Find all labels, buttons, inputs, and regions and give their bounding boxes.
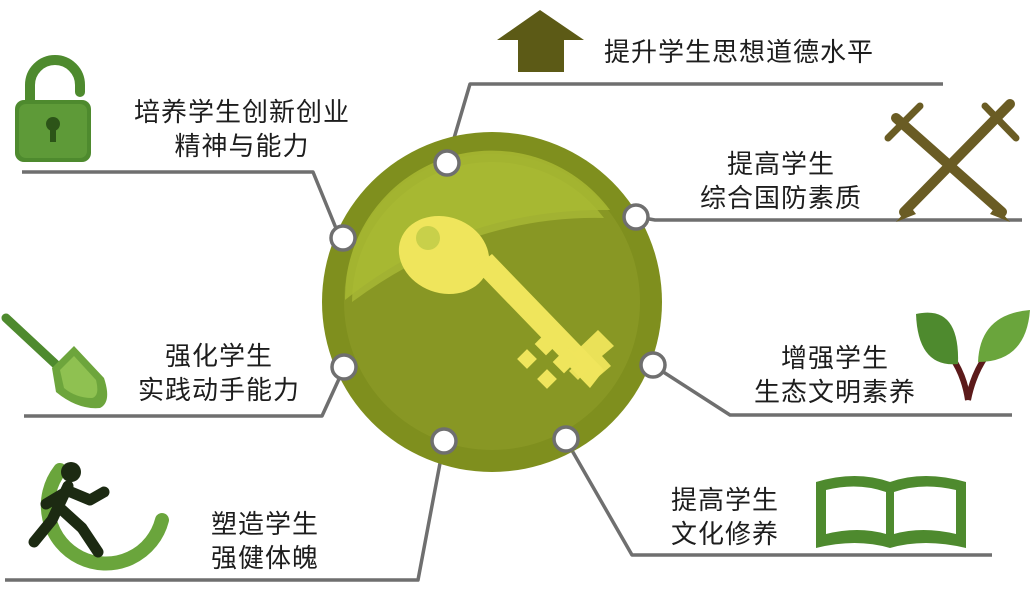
label-physique: 塑造学生 强健体魄 <box>210 510 319 574</box>
node-ring-practice <box>330 353 358 381</box>
node-ring-culture <box>552 425 580 453</box>
label-ecology: 增强学生 生态文明素养 <box>753 344 916 408</box>
open-book-icon <box>816 476 966 548</box>
node-ring-innovation <box>329 224 357 252</box>
connector-innovation <box>22 170 342 239</box>
label-culture: 提高学生 文化修养 <box>670 486 779 550</box>
connector-moral <box>445 82 943 163</box>
key-icon <box>398 215 614 389</box>
runner-icon <box>28 462 169 571</box>
unlock-icon <box>15 55 91 162</box>
label-moral: 提升学生思想道德水平 <box>604 38 875 68</box>
crossed-swords-icon <box>884 99 1020 222</box>
node-ring-ecology <box>639 351 667 379</box>
label-practice: 强化学生 实践动手能力 <box>137 342 300 406</box>
connector-culture <box>564 439 992 557</box>
shovel-icon <box>1 313 108 409</box>
leaf-sprout-icon <box>916 310 1030 401</box>
connector-ecology <box>653 364 1012 417</box>
central-badge <box>322 132 662 472</box>
connector-practice <box>24 367 346 418</box>
node-ring-physique <box>430 427 458 455</box>
node-ring-defense <box>622 203 650 231</box>
connector-physique <box>5 441 446 582</box>
connector-defense <box>637 215 1022 222</box>
node-ring-moral <box>433 149 461 177</box>
arrow-up-icon <box>497 10 584 72</box>
label-innovation: 培养学生创新创业 精神与能力 <box>133 98 350 162</box>
label-defense: 提高学生 综合国防素质 <box>699 150 862 214</box>
